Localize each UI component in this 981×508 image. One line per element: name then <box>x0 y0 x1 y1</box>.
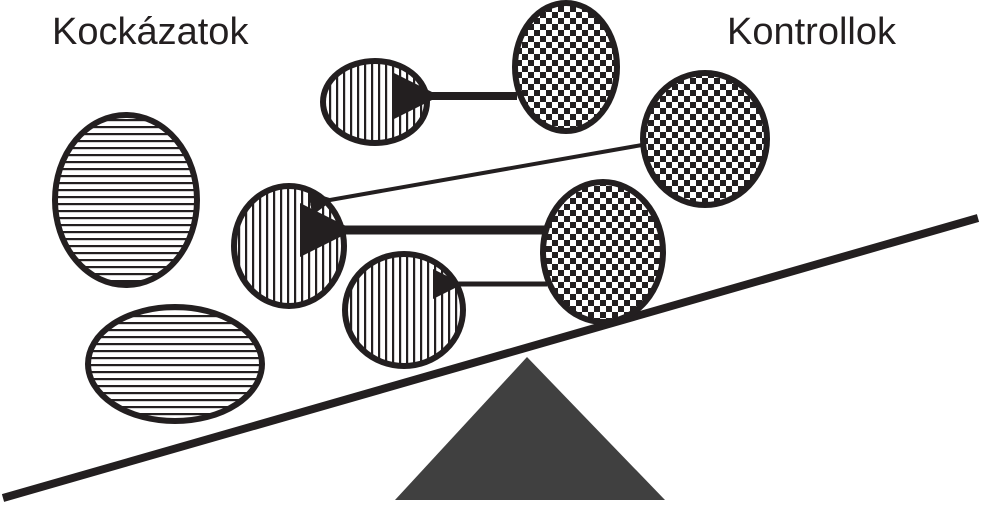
mitigated-risk-ellipse-lower <box>342 251 466 369</box>
controls-label: Kontrollok <box>727 11 897 53</box>
seesaw-beam <box>1 214 980 502</box>
fulcrum-triangle <box>395 357 665 500</box>
control-ellipse-lower <box>540 179 666 325</box>
risk-ellipse-wide <box>85 304 265 424</box>
mitigated-risk-ellipse-middle <box>231 183 347 309</box>
risks-label: Kockázatok <box>52 11 249 53</box>
risk-ellipse-large <box>52 112 200 288</box>
control-ellipse-right <box>640 70 770 208</box>
control-arrow-2 <box>308 143 643 216</box>
control-ellipse-top <box>512 0 620 134</box>
mitigated-risk-ellipse-top <box>320 58 430 146</box>
